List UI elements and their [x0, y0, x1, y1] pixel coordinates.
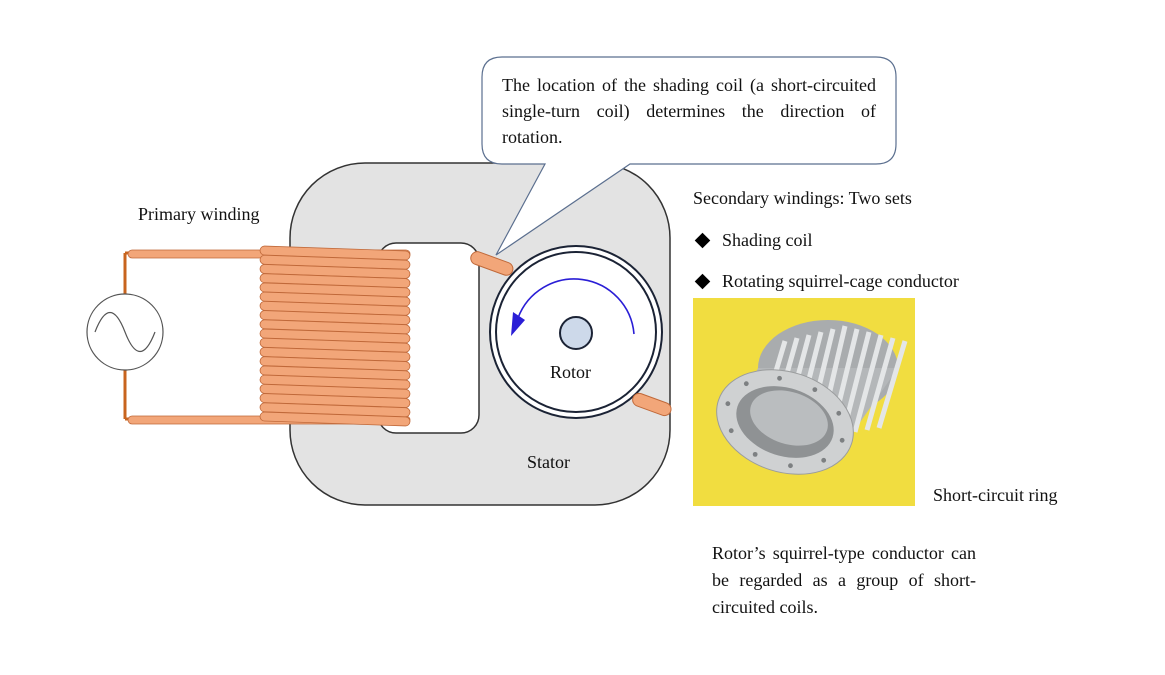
squirrel-cage-photo: [693, 298, 915, 506]
cage-bar: [876, 340, 908, 429]
ring-holes: [725, 375, 845, 469]
bullet-squirrel-cage: Rotating squirrel-cage conductor: [693, 271, 959, 292]
coil-turn: [259, 411, 411, 427]
black-diamond-icon: [694, 273, 711, 290]
ring-hole: [821, 457, 827, 463]
rotation-arrowhead: [511, 312, 525, 336]
shading-coil-bottom: [632, 392, 672, 417]
shading-coil-top: [470, 251, 514, 276]
ring-hole: [725, 401, 731, 407]
sine-wave-icon: [94, 312, 156, 352]
stator-label: Stator: [527, 452, 570, 472]
rotation-arrow-icon: [517, 278, 635, 335]
callout-text: The location of the shading coil (a shor…: [502, 75, 876, 147]
callout-bubble: [481, 56, 897, 256]
rotor-note: Rotor’s squirrel-type conductor can be r…: [712, 543, 976, 617]
secondary-windings-heading: Secondary windings: Two sets: [693, 188, 912, 208]
ring-hole: [743, 381, 749, 387]
short-circuit-ring-label: Short-circuit ring: [933, 485, 1058, 505]
black-diamond-icon: [694, 232, 711, 249]
ring-hole: [728, 428, 734, 434]
primary-coil: [259, 245, 411, 427]
ring-hole: [752, 451, 758, 457]
rotor-shaft: [559, 316, 593, 350]
cage-bar: [852, 334, 884, 433]
ring-hole: [812, 387, 818, 393]
cage-bar: [864, 337, 896, 431]
ring-hole: [839, 437, 845, 443]
ring-hole: [836, 410, 842, 416]
ring-hole: [788, 463, 793, 469]
bullet-label: Rotating squirrel-cage conductor: [722, 271, 959, 291]
bullet-label: Shading coil: [722, 230, 813, 250]
rotor-label: Rotor: [550, 362, 592, 382]
bullet-shading-coil: Shading coil: [693, 230, 813, 251]
primary-winding-label: Primary winding: [138, 204, 260, 224]
squirrel-cage-image: [693, 298, 915, 506]
ring-hole: [777, 375, 782, 381]
